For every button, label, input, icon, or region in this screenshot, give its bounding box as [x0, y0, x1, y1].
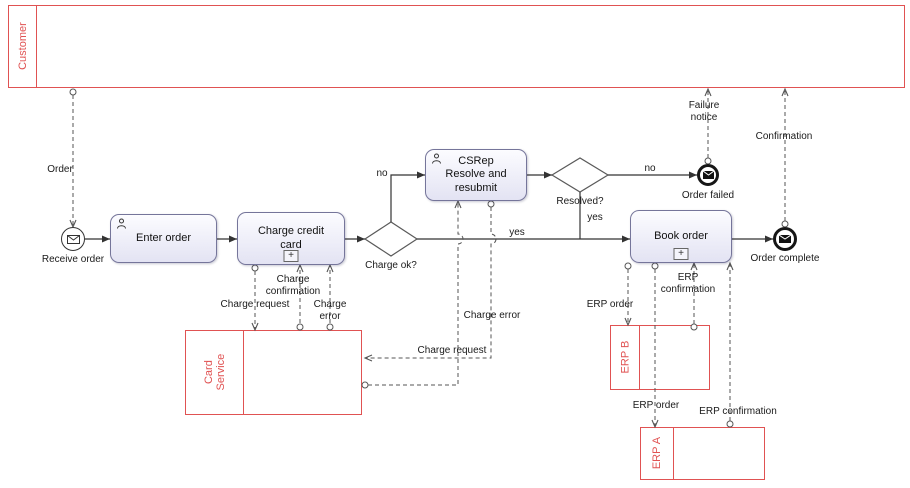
- pool-card-service-band: Card Service: [186, 331, 244, 414]
- subprocess-marker-icon: +: [673, 248, 689, 260]
- task-charge-credit-card: Charge credit card +: [237, 212, 345, 265]
- end-event-order-complete: [773, 227, 797, 251]
- label-receive-order: Receive order: [41, 254, 105, 265]
- user-task-icon: [431, 153, 442, 167]
- msg-charge-error-csrep: [368, 199, 464, 386]
- label-order: Order: [47, 164, 73, 175]
- label-yes-resolved: yes: [587, 212, 603, 223]
- message-icon: [702, 171, 714, 179]
- label-no-resolved: no: [644, 163, 656, 174]
- label-confirmation: Confirmation: [755, 131, 813, 142]
- label-erp-confirmation-b: ERP confirmation: [660, 272, 716, 295]
- message-icon: [779, 235, 791, 243]
- pool-erp-a: ERP A: [640, 427, 765, 480]
- message-origins: [69, 88, 789, 428]
- task-book-order-label: Book order: [654, 229, 708, 242]
- pool-customer: Customer: [8, 5, 905, 88]
- start-event-receive-order: [61, 227, 85, 251]
- label-charge-ok: Charge ok?: [365, 260, 417, 271]
- subprocess-marker-icon: +: [283, 250, 299, 262]
- label-failure-notice: Failure notice: [688, 100, 720, 123]
- label-order-failed: Order failed: [681, 190, 735, 201]
- task-book-order: Book order +: [630, 210, 732, 263]
- label-charge-error-up: Charge error: [313, 299, 347, 322]
- pool-card-service: Card Service: [185, 330, 362, 415]
- message-flows: [69, 87, 789, 429]
- task-enter-order-label: Enter order: [135, 231, 192, 244]
- pool-erp-a-band: ERP A: [641, 428, 674, 479]
- message-icon: [66, 234, 80, 244]
- label-charge-request-down: Charge request: [220, 299, 290, 310]
- task-csrep-resolve-label: CSRep Resolve and resubmit: [445, 155, 507, 194]
- label-charge-error-csrep: Charge error: [463, 310, 521, 321]
- task-csrep-resolve: CSRep Resolve and resubmit: [425, 149, 527, 201]
- pool-customer-band: Customer: [9, 6, 37, 87]
- label-resolved: Resolved?: [556, 196, 604, 207]
- task-enter-order: Enter order: [110, 214, 217, 263]
- label-erp-confirmation-a: ERP confirmation: [699, 406, 777, 417]
- user-task-icon: [116, 218, 127, 232]
- gateway-resolved: [550, 157, 610, 193]
- pool-erp-b: ERP B: [610, 325, 710, 390]
- label-order-complete: Order complete: [750, 253, 820, 264]
- gateway-charge-ok: [363, 221, 419, 257]
- label-charge-confirmation: Charge confirmation: [265, 274, 321, 297]
- label-no-charge: no: [376, 168, 388, 179]
- label-erp-order-a: ERP order: [632, 400, 680, 411]
- end-event-order-failed: [697, 164, 719, 186]
- label-erp-order-b: ERP order: [586, 299, 634, 310]
- pool-erp-b-band: ERP B: [611, 326, 640, 389]
- label-yes-charge: yes: [509, 227, 525, 238]
- gateway-shapes: [363, 157, 610, 257]
- msg-charge-request-csrep: [363, 207, 497, 362]
- sequence-flows: [85, 171, 773, 243]
- task-charge-credit-card-label: Charge credit card: [257, 225, 325, 251]
- label-charge-request-csrep: Charge request: [417, 345, 487, 356]
- flow-gateway-no-to-csrep: [390, 171, 425, 222]
